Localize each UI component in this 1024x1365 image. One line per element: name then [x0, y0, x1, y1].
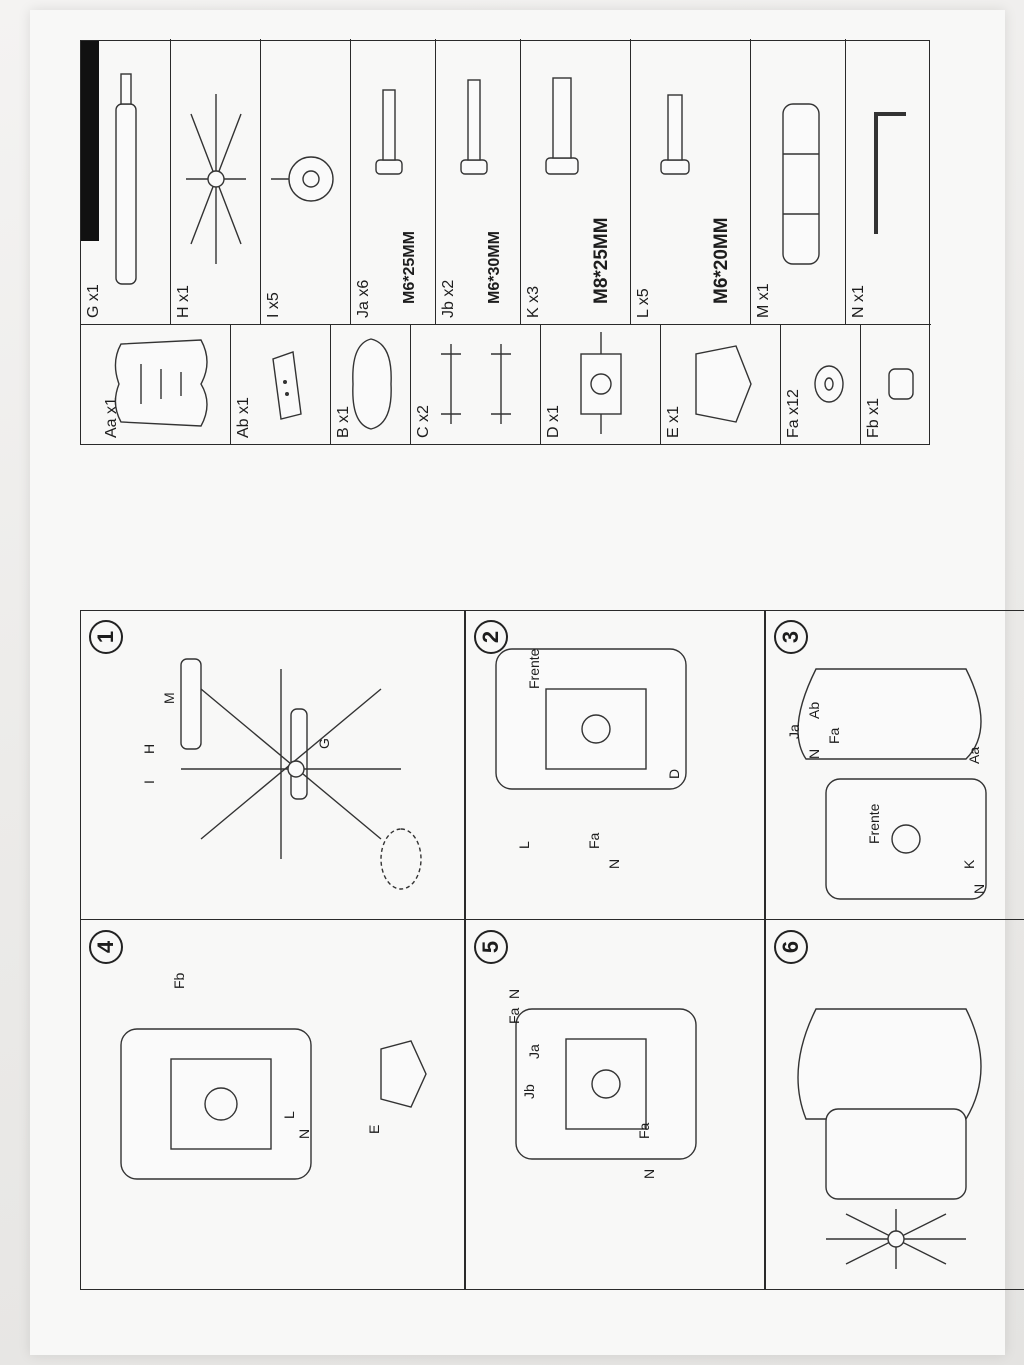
part-cell-jb: Jb x2 M6*30MM — [436, 39, 521, 324]
label-ab: Ab — [806, 701, 822, 719]
bolt-icon — [660, 94, 690, 175]
label-ja: Ja — [786, 724, 802, 739]
label-l: L — [281, 1111, 297, 1119]
label-d: D — [666, 768, 682, 779]
label-ja: Ja — [526, 1044, 542, 1059]
part-cell-e: E x1 — [661, 324, 781, 444]
step-3-diagram — [797, 668, 987, 900]
label-n: N — [506, 988, 522, 999]
step-5-panel: 5 N Fa Ja Jb Fa N — [465, 920, 765, 1290]
hex-key-icon — [874, 112, 906, 234]
cap-icon — [888, 368, 914, 400]
step-4-diagram — [120, 1028, 427, 1180]
cylinder-cover-icon — [782, 103, 820, 265]
part-cell-g: G x1 — [81, 39, 171, 324]
step-1-panel: 1 M H I G — [80, 610, 465, 920]
bolt-icon — [460, 79, 488, 175]
label-fa: Fa — [826, 727, 842, 744]
label-g: G — [316, 738, 332, 749]
caster-icon — [271, 156, 334, 202]
part-cell-k: K x3 M8*25MM — [521, 39, 631, 324]
label-n-2: N — [641, 1168, 657, 1179]
front-label: Frente — [866, 803, 882, 844]
cover-icon — [695, 345, 752, 423]
part-cell-h: H x1 — [171, 39, 261, 324]
step-3-panel: 3 Ab Ja Fa N Aa K N Frente — [765, 610, 1024, 920]
step-1-diagram — [180, 658, 422, 890]
label-fa-2: Fa — [636, 1122, 652, 1139]
label-n: N — [296, 1128, 312, 1139]
label-aa: Aa — [966, 746, 982, 764]
part-cell-c: C x2 — [411, 324, 541, 444]
label-n-2: N — [971, 883, 987, 894]
part-cell-ab: Ab x1 — [231, 324, 331, 444]
label-k: K — [961, 859, 977, 869]
part-cell-b: B x1 — [331, 324, 411, 444]
seat-back-icon — [114, 339, 208, 427]
step-2-diagram — [495, 648, 687, 790]
part-cell-m: M x1 — [751, 39, 846, 324]
mechanism-icon — [580, 332, 622, 434]
label-m: M — [161, 692, 177, 704]
label-e: E — [366, 1124, 382, 1134]
base-icon — [186, 94, 246, 264]
part-cell-fb: Fb x1 — [861, 324, 931, 444]
parts-table: Aa x1 Ab x1 B x1 C x2 — [80, 39, 931, 445]
part-cell-l: L x5 M6*20MM — [631, 39, 751, 324]
part-cell-aa: Aa x1 — [81, 324, 231, 444]
step-4-panel: 4 Fb L N E — [80, 920, 465, 1290]
label-fa: Fa — [586, 832, 602, 849]
label-n: N — [806, 748, 822, 759]
label-fa: Fa — [506, 1007, 522, 1024]
part-cell-d: D x1 — [541, 324, 661, 444]
washer-icon — [814, 365, 844, 403]
armrest-icon — [441, 344, 511, 424]
gas-lift-icon — [115, 73, 137, 285]
part-cell-i: I x5 — [261, 39, 351, 324]
bolt-icon — [375, 89, 403, 175]
step-6-diagram — [797, 1008, 982, 1269]
label-h: H — [141, 743, 157, 754]
part-cell-ja: Ja x6 M6*25MM — [351, 39, 436, 324]
bolt-icon — [545, 77, 579, 175]
step-5-diagram — [515, 1008, 697, 1160]
label-jb: Jb — [521, 1084, 537, 1099]
label-n: N — [606, 858, 622, 869]
bracket-icon — [272, 351, 302, 420]
part-cell-n: N x1 — [846, 39, 931, 324]
part-cell-fa: Fa x12 — [781, 324, 861, 444]
seat-cushion-icon — [352, 338, 392, 430]
front-label: Frente — [526, 648, 542, 689]
label-i: I — [141, 780, 157, 784]
step-2-panel: 2 Frente L Fa N D — [465, 610, 765, 920]
label-fb: Fb — [171, 972, 187, 989]
step-6-panel: 6 — [765, 920, 1024, 1290]
label-l: L — [516, 841, 532, 849]
